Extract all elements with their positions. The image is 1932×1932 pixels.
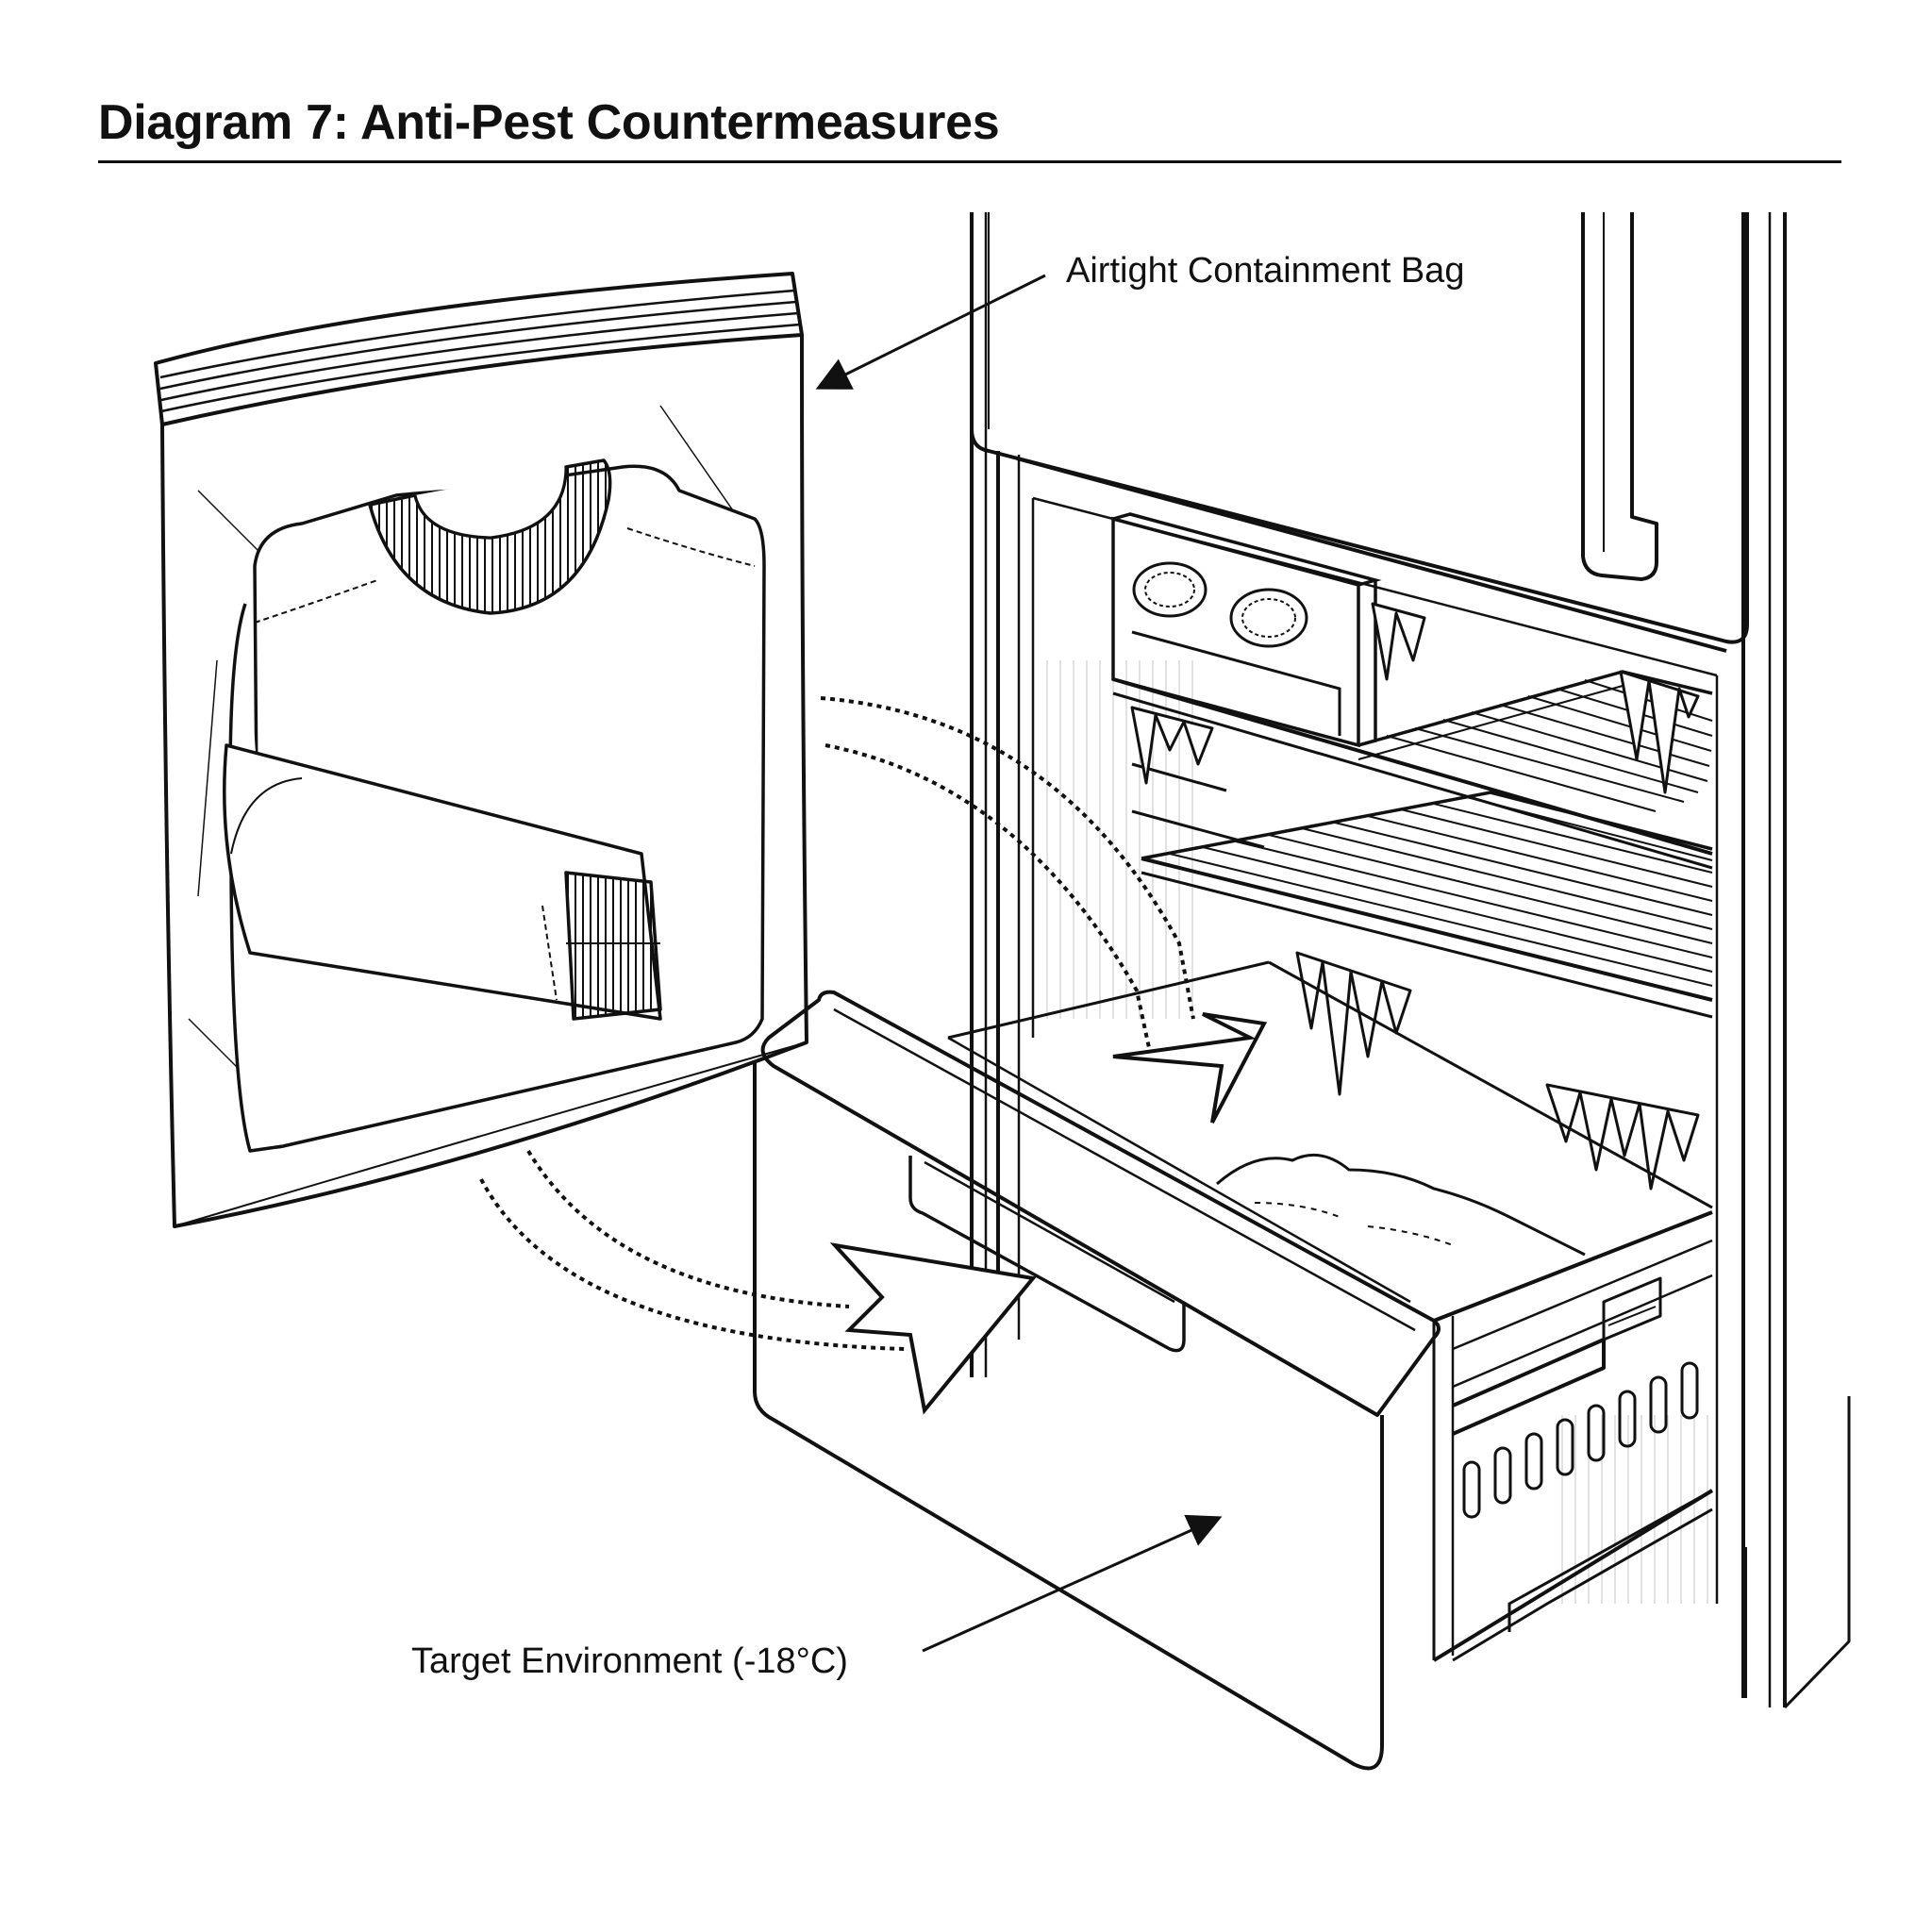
diagram-title: Diagram 7: Anti-Pest Countermeasures [98, 95, 1000, 150]
drawer-vent-slots [1462, 1361, 1699, 1519]
freezer-drawer [753, 960, 1714, 1771]
drawer-handle [908, 1156, 1186, 1353]
airtight-bag [154, 272, 808, 1228]
lower-wire-shelf [1141, 791, 1713, 1019]
icicles [1130, 602, 1700, 1191]
cabinet-base [1452, 1489, 1713, 1662]
upper-wire-shelf [1112, 670, 1713, 870]
arrow-heads [829, 1012, 1268, 1415]
title-underline [98, 160, 1841, 163]
label-target-environment: Target Environment (-18°C) [411, 1641, 848, 1681]
freezer-cabinet [970, 212, 1851, 1709]
transfer-arrows [479, 696, 1195, 1351]
label-airtight-bag: Airtight Containment Bag [1066, 251, 1465, 291]
sweater [223, 458, 766, 1153]
callout-lines [815, 274, 1223, 1653]
frost-pile [1216, 1153, 1586, 1257]
